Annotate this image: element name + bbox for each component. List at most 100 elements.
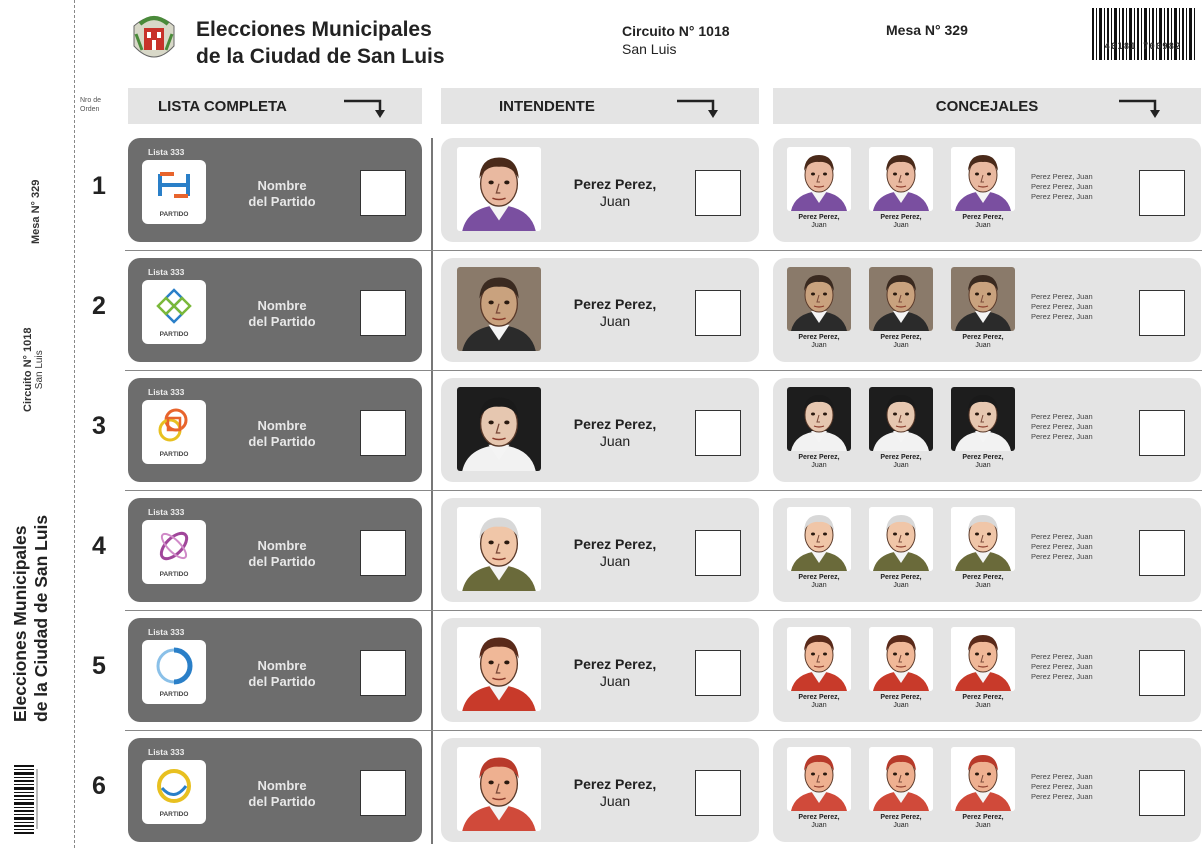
concejales-list: Perez Perez, Juan Perez Perez, Juan Pere… bbox=[1031, 172, 1093, 202]
portrait-icon bbox=[869, 387, 933, 451]
concejales-checkbox[interactable] bbox=[1139, 410, 1185, 456]
lista-completa-checkbox[interactable] bbox=[360, 290, 406, 336]
concejal-photo bbox=[869, 507, 933, 571]
concejal-first-name: Juan bbox=[893, 462, 909, 469]
intendente-checkbox[interactable] bbox=[695, 290, 741, 336]
party-mark-icon bbox=[156, 647, 193, 685]
concejal-last-name: Perez Perez, bbox=[880, 334, 922, 341]
concejal-last-name: Perez Perez, bbox=[880, 694, 922, 701]
intendente-first-name: Juan bbox=[599, 553, 631, 569]
intendente-name: Perez Perez, Juan bbox=[559, 536, 671, 570]
concejal-first-name: Juan bbox=[975, 582, 991, 589]
concejales-list-item: Perez Perez, Juan bbox=[1031, 652, 1093, 661]
lista-completa-checkbox[interactable] bbox=[360, 530, 406, 576]
concejal-first-name: Juan bbox=[893, 582, 909, 589]
concejales-panel: Perez Perez,Juan Perez Perez,Juan Perez … bbox=[773, 618, 1201, 722]
concejales-list-item: Perez Perez, Juan bbox=[1031, 782, 1093, 791]
concejal-last-name: Perez Perez, bbox=[880, 214, 922, 221]
concejal-photo bbox=[951, 147, 1015, 211]
intendente-name: Perez Perez, Juan bbox=[559, 776, 671, 810]
party-name-line2: del Partido bbox=[248, 194, 316, 209]
concejales-checkbox[interactable] bbox=[1139, 650, 1185, 696]
intendente-checkbox[interactable] bbox=[695, 530, 741, 576]
concejal-first-name: Juan bbox=[975, 822, 991, 829]
intendente-panel: Perez Perez, Juan bbox=[441, 138, 759, 242]
row-separator bbox=[125, 490, 1202, 491]
row-separator bbox=[125, 610, 1202, 611]
intendente-photo bbox=[457, 507, 541, 591]
intendente-checkbox[interactable] bbox=[695, 410, 741, 456]
party-logo: PARTIDO bbox=[142, 400, 206, 464]
intendente-name: Perez Perez, Juan bbox=[559, 296, 671, 330]
concejal-photo bbox=[787, 747, 851, 811]
concejal-photo bbox=[787, 507, 851, 571]
portrait-icon bbox=[951, 507, 1015, 571]
concejales-list: Perez Perez, Juan Perez Perez, Juan Pere… bbox=[1031, 532, 1093, 562]
concejales-checkbox[interactable] bbox=[1139, 290, 1185, 336]
intendente-checkbox[interactable] bbox=[695, 650, 741, 696]
concejal-photo bbox=[951, 267, 1015, 331]
intendente-name: Perez Perez, Juan bbox=[559, 176, 671, 210]
concejales-checkbox[interactable] bbox=[1139, 170, 1185, 216]
portrait-icon bbox=[869, 627, 933, 691]
concejal-photo bbox=[787, 627, 851, 691]
party-name: Nombre del Partido bbox=[236, 658, 328, 690]
concejales-list: Perez Perez, Juan Perez Perez, Juan Pere… bbox=[1031, 772, 1093, 802]
intendente-panel: Perez Perez, Juan bbox=[441, 378, 759, 482]
lista-completa-panel: Lista 333 PARTIDO Nombre del Partido bbox=[128, 138, 422, 242]
ballot-row: 5 Lista 333 PARTIDO Nombre del Partido P… bbox=[0, 618, 1202, 722]
intendente-photo bbox=[457, 267, 541, 351]
party-mark-icon bbox=[156, 288, 192, 324]
intendente-first-name: Juan bbox=[599, 433, 631, 449]
column-header-concejales: CONCEJALES bbox=[773, 88, 1201, 124]
corner-arrow-icon bbox=[1119, 99, 1160, 118]
lista-completa-checkbox[interactable] bbox=[360, 170, 406, 216]
concejal-caption: Perez Perez,Juan bbox=[865, 694, 937, 710]
concejal-photo bbox=[951, 747, 1015, 811]
concejales-list-item: Perez Perez, Juan bbox=[1031, 422, 1093, 431]
intendente-last-name: Perez Perez, bbox=[573, 416, 657, 432]
concejal-first-name: Juan bbox=[893, 702, 909, 709]
concejales-list-item: Perez Perez, Juan bbox=[1031, 552, 1093, 561]
concejales-list-item: Perez Perez, Juan bbox=[1031, 532, 1093, 541]
concejal-first-name: Juan bbox=[975, 702, 991, 709]
row-separator bbox=[125, 730, 1202, 731]
party-name-line1: Nombre bbox=[257, 418, 307, 433]
lista-number: Lista 333 bbox=[148, 387, 185, 397]
concejal-photo bbox=[787, 387, 851, 451]
concejales-list-item: Perez Perez, Juan bbox=[1031, 432, 1093, 441]
concejal-caption: Perez Perez,Juan bbox=[783, 694, 855, 710]
concejales-checkbox[interactable] bbox=[1139, 530, 1185, 576]
concejal-caption: Perez Perez,Juan bbox=[865, 454, 937, 470]
concejal-first-name: Juan bbox=[811, 462, 827, 469]
lista-completa-checkbox[interactable] bbox=[360, 410, 406, 456]
lista-completa-checkbox[interactable] bbox=[360, 770, 406, 816]
concejal-last-name: Perez Perez, bbox=[798, 214, 840, 221]
party-logo: PARTIDO bbox=[142, 760, 206, 824]
lista-completa-checkbox[interactable] bbox=[360, 650, 406, 696]
party-name-line2: del Partido bbox=[248, 674, 316, 689]
row-number: 3 bbox=[92, 412, 106, 440]
concejal-photo bbox=[787, 147, 851, 211]
header-circuito-number: Circuito N° 1018 bbox=[622, 23, 730, 39]
concejal-caption: Perez Perez,Juan bbox=[947, 214, 1019, 230]
intendente-checkbox[interactable] bbox=[695, 770, 741, 816]
concejal-caption: Perez Perez,Juan bbox=[947, 334, 1019, 350]
concejales-panel: Perez Perez,Juan Perez Perez,Juan Perez … bbox=[773, 738, 1201, 842]
party-logo-text: PARTIDO bbox=[159, 571, 189, 578]
corner-arrow-icon bbox=[344, 99, 385, 118]
concejal-last-name: Perez Perez, bbox=[798, 574, 840, 581]
concejales-panel: Perez Perez,Juan Perez Perez,Juan Perez … bbox=[773, 138, 1201, 242]
party-mark-icon bbox=[159, 531, 189, 561]
row-number: 1 bbox=[92, 172, 106, 200]
intendente-checkbox[interactable] bbox=[695, 170, 741, 216]
concejales-list-item: Perez Perez, Juan bbox=[1031, 772, 1093, 781]
concejales-list-item: Perez Perez, Juan bbox=[1031, 792, 1093, 801]
lista-number: Lista 333 bbox=[148, 747, 185, 757]
concejales-panel: Perez Perez,Juan Perez Perez,Juan Perez … bbox=[773, 498, 1201, 602]
concejal-photo bbox=[869, 147, 933, 211]
concejales-checkbox[interactable] bbox=[1139, 770, 1185, 816]
concejales-list-item: Perez Perez, Juan bbox=[1031, 672, 1093, 681]
ballot-stub: Mesa N° 329 Circuito N° 1018 San Luis El… bbox=[0, 0, 75, 848]
city-crest-icon bbox=[133, 16, 175, 58]
